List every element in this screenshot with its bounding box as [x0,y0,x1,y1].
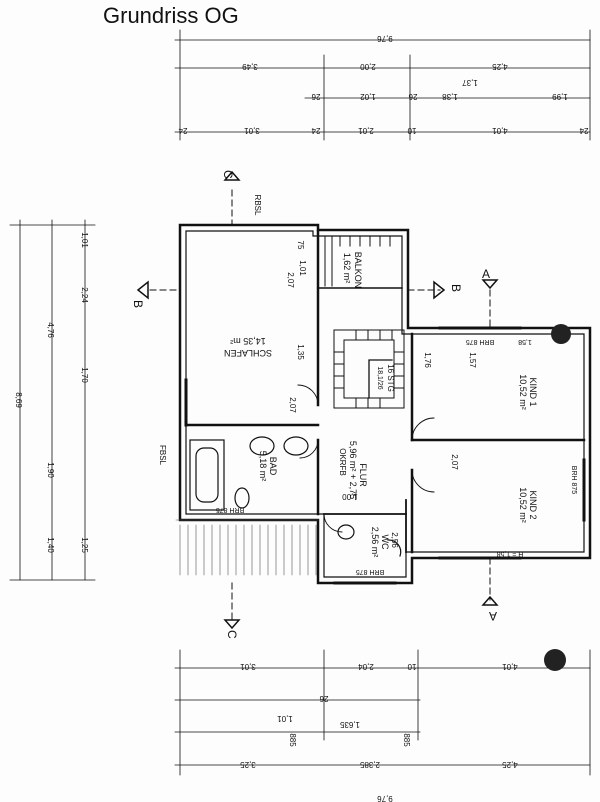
dim-bottom-row2-4: 1,635 [339,720,360,729]
dim-bottom-row2-5: 885 [402,733,411,747]
dim-left-outer-3: 1,90 [46,462,55,478]
dim-left-inner-2: 2,24 [80,287,89,303]
room-label-kind2: KIND 2 [528,490,538,519]
dim-top-row3-1: 24 [178,126,187,135]
room-label-balkon: BALKON [353,252,363,289]
dim-left-inner-3: 1,70 [80,367,89,383]
dim-bottom-overall: 9,76 [377,794,393,802]
section-b-right: B [449,284,463,292]
label-brh-kind2: BRH 875 [570,466,577,495]
dim-interior-1: 1,01 [298,260,307,276]
dim-top-row2-1: 26 [311,92,320,101]
dim-top-row2-2: 1,02 [360,92,376,101]
room-label-kind1: KIND 1 [528,377,538,406]
dim-left-inner-1: 1,01 [80,232,89,248]
dim-left-outer-1: 8,69 [14,392,23,408]
dim-bottom-row2-3: 26 [319,694,328,703]
sink-icon [249,436,309,456]
dim-top-row2-4: 1,38 [442,92,458,101]
dim-interior-7: 1,57 [468,352,477,368]
label-h-kind1: 1,58 [518,338,532,345]
section-a-top: A [482,267,490,281]
dim-top-row3-7: 24 [579,126,588,135]
label-rbsl: RBSL [253,195,262,216]
dim-interior-9: 2,07 [450,454,459,470]
dim-bottom-row1-1: 3,01 [240,662,256,671]
plan-title: Grundriss OG [103,3,239,28]
windows [184,326,586,585]
hatch-area [175,519,319,576]
section-a-bottom: A [489,609,497,623]
room-area-bad: 5,18 m² [258,451,268,482]
dim-top-row2-5: 1,99 [552,92,568,101]
room-area-balkon: 1,62 m² [342,253,352,284]
dim-interior-8: 1,00 [342,492,358,501]
bathtub-icon [189,439,225,511]
dim-top-row3-6: 4,01 [492,126,508,135]
dim-top-row2-3: 26 [408,92,417,101]
toilet-icon [234,487,355,540]
dim-interior-2: 2,07 [286,272,295,288]
dimension-lines-bottom [174,649,591,776]
room-area-flur: 5,96 m² + 2,75 [348,441,358,499]
room-label-bad: BAD [268,457,278,476]
dim-top-row3-4: 2,01 [358,126,374,135]
dim-bottom-row2-1: 1,01 [277,714,293,723]
label-stairs-ratio: 18,1/26 [376,366,383,389]
dim-bottom-row2-2: 885 [288,733,297,747]
room-area-wc: 2,56 m² [370,527,380,558]
dim-interior-6: 1,76 [423,352,432,368]
dim-interior-10: 2,56 [390,532,399,548]
dim-bottom-row3-3: 4,25 [502,760,518,769]
dim-left-inner-4: 1,25 [80,537,89,553]
dim-interior-5: 2,07 [288,397,297,413]
dim-top-row1-1: 3,49 [242,62,258,71]
dim-bottom-row3-1: 3,25 [240,760,256,769]
room-area-schlafen: 14,35 m² [230,336,266,346]
section-b-left: B [131,300,145,308]
section-markers [136,170,499,630]
wc-sink-icon [387,539,402,557]
dim-top-overall: 9,76 [377,34,393,43]
dim-top-row1-2: 2,00 [360,62,376,71]
dim-left-outer-4: 1,40 [46,537,55,553]
balkon-railing [324,235,391,287]
label-brh-bad: BRH 875 [216,506,245,513]
dim-top-row2-small: 1,37 [462,78,478,87]
section-lines [149,189,491,621]
dim-top-row3-3: 24 [311,126,320,135]
dim-top-row1-3: 4,25 [492,62,508,71]
dimension-lines-top [174,29,591,141]
dim-top-row3-5: 10 [407,126,416,135]
dim-interior-4: 1,35 [296,344,305,360]
punch-hole-top [551,324,571,344]
room-area-kind2: 10,52 m² [518,487,528,523]
dim-interior-3: 75 [296,241,305,250]
room-label-schlafen: SCHLAFEN [224,348,272,358]
label-fbsl: FBSL [158,445,167,466]
dim-bottom-row1-3: 10 [407,662,416,671]
section-c-top: C [221,170,235,179]
dim-top-row3-2: 3,01 [244,126,260,135]
label-stairs: 16 STG [386,364,395,392]
dim-bottom-row3-2: 2,385 [359,760,380,769]
label-brh-wc: BRH 875 [356,568,385,575]
label-brh-kind1: BRH 875 [466,338,495,345]
room-label-flur: FLUR [358,463,368,487]
room-area-kind1: 10,52 m² [518,374,528,410]
door-swings [297,384,435,533]
dim-bottom-row1-2: 2,04 [358,662,374,671]
dim-bottom-row1-4: 4,01 [502,662,518,671]
room-label-wc: WC [380,535,390,550]
punch-hole-bottom [544,649,566,671]
dimension-lines-left [9,219,96,581]
section-c-bottom: C [225,630,239,639]
label-okrfb: OKRFB [338,448,347,476]
label-h-kind2: H = 1,58 [497,550,524,557]
staircase [333,329,405,409]
dim-left-outer-2: 4,76 [46,322,55,338]
